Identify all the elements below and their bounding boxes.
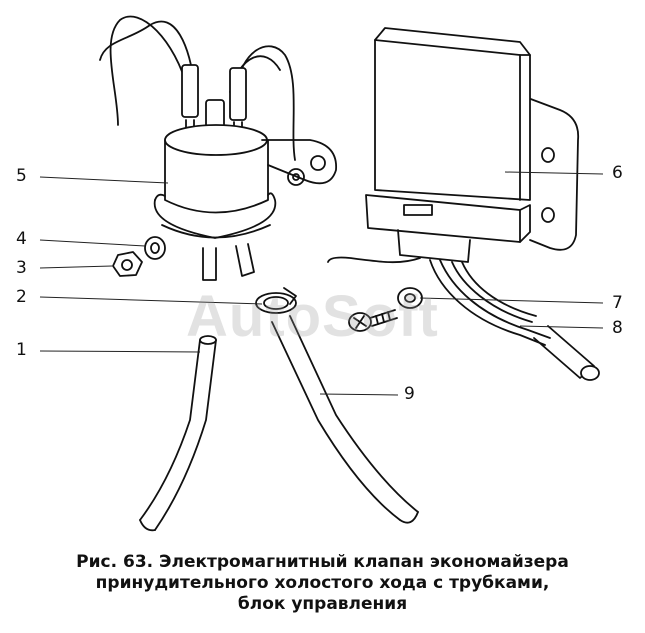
solenoid-valve <box>99 15 337 281</box>
wire-bundle <box>429 259 546 346</box>
diagram-drawing <box>39 15 604 532</box>
callout-1: 1 <box>16 340 27 360</box>
callout-4: 4 <box>16 229 27 249</box>
callout-3: 3 <box>16 258 27 278</box>
washer <box>144 236 166 260</box>
callout-9: 9 <box>404 384 415 404</box>
nut <box>112 251 143 277</box>
screw-washer <box>397 287 423 309</box>
caption-line-3: блок управления <box>237 594 408 614</box>
callout-6: 6 <box>612 163 623 183</box>
tube-long <box>271 321 401 521</box>
tube-short <box>139 339 201 521</box>
figure-caption: Рис. 63. Электромагнитный клапан эконома… <box>0 552 645 615</box>
screw <box>348 309 398 332</box>
caption-line-2: принудительного холостого хода с трубкам… <box>95 573 550 593</box>
callout-2: 2 <box>16 287 27 307</box>
callout-7: 7 <box>612 293 623 313</box>
hose-clamp <box>255 292 297 314</box>
caption-line-1: Рис. 63. Электромагнитный клапан эконома… <box>76 552 569 572</box>
callout-5: 5 <box>16 166 27 186</box>
callout-8: 8 <box>612 318 623 338</box>
control-unit <box>365 27 580 263</box>
